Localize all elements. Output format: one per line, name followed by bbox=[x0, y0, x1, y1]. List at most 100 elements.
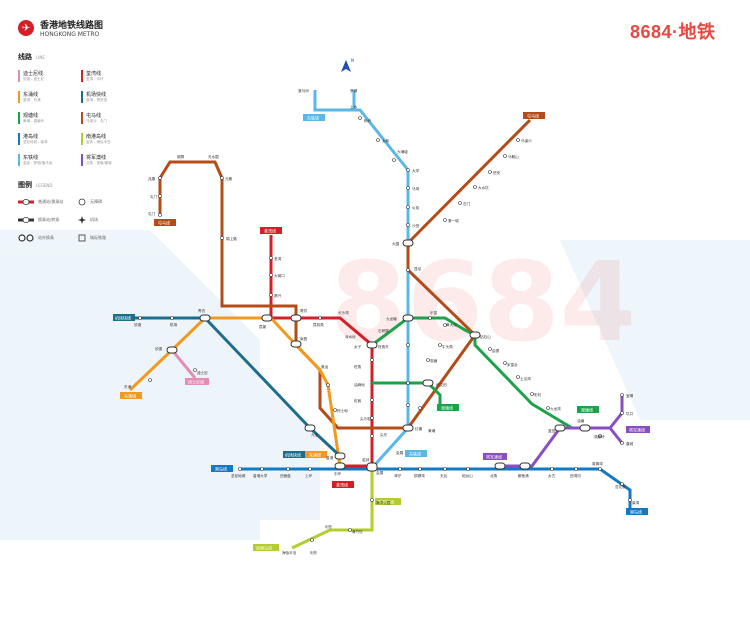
svg-text:屯门: 屯门 bbox=[150, 194, 158, 199]
east-rail-line[interactable] bbox=[313, 90, 410, 470]
svg-text:葵芳: 葵芳 bbox=[300, 308, 308, 313]
svg-text:九龙塘: 九龙塘 bbox=[386, 316, 397, 321]
legend-line-east-rail[interactable]: 东铁线金钟 - 罗湖/落马洲 bbox=[18, 154, 75, 166]
svg-text:会展: 会展 bbox=[376, 470, 384, 475]
svg-text:显径: 显径 bbox=[414, 266, 422, 271]
svg-text:南港岛线: 南港岛线 bbox=[256, 545, 272, 551]
legend-line-tung-chung[interactable]: 东涌线香港 - 东涌 bbox=[18, 91, 75, 103]
svg-text:黄大仙: 黄大仙 bbox=[446, 322, 457, 327]
svg-text:荔景: 荔景 bbox=[259, 324, 267, 329]
svg-text:香港: 香港 bbox=[326, 455, 334, 460]
svg-text:黄埔: 黄埔 bbox=[428, 428, 436, 433]
svg-text:屯马线: 屯马线 bbox=[158, 220, 170, 226]
tung-chung-line[interactable] bbox=[128, 316, 342, 467]
legend-symbol-transfer: 换乘站/转乘 bbox=[18, 216, 78, 224]
svg-text:马场: 马场 bbox=[412, 186, 420, 191]
compass-icon: N bbox=[341, 58, 354, 72]
svg-text:屯门: 屯门 bbox=[148, 211, 156, 216]
tsuen-wan-line[interactable] bbox=[269, 235, 374, 466]
legend-line-disney[interactable]: 迪士尼线欣澳 - 迪士尼 bbox=[18, 70, 75, 82]
legend-line-airport[interactable]: 机场快线香港 - 博览馆 bbox=[81, 91, 138, 103]
tko-branch[interactable] bbox=[608, 427, 624, 444]
airport-express-line[interactable] bbox=[130, 316, 342, 458]
svg-text:上环: 上环 bbox=[305, 473, 313, 478]
svg-text:东铁线: 东铁线 bbox=[409, 451, 421, 457]
svg-text:屯马线: 屯马线 bbox=[527, 113, 539, 119]
svg-text:港岛线: 港岛线 bbox=[630, 509, 642, 515]
svg-text:恒安: 恒安 bbox=[493, 170, 501, 175]
svg-text:迪士尼: 迪士尼 bbox=[197, 370, 208, 375]
legend-line-tsuen-wan[interactable]: 荃湾线荃湾 - 中环 bbox=[81, 70, 138, 82]
svg-text:荃湾线: 荃湾线 bbox=[264, 228, 276, 234]
svg-text:炮台山: 炮台山 bbox=[462, 473, 473, 478]
svg-text:欣澳: 欣澳 bbox=[134, 322, 142, 327]
interchange-stations[interactable] bbox=[166, 239, 591, 472]
legend-line-island[interactable]: 港岛线坚尼地城 - 柴湾 bbox=[18, 133, 75, 145]
svg-text:天水围: 天水围 bbox=[208, 154, 219, 159]
title-main: 香港地铁线路图 bbox=[40, 21, 104, 31]
transfer-icon bbox=[18, 217, 34, 223]
legend-line-kwun-tong[interactable]: 观塘线黄埔 - 调景岭 bbox=[18, 112, 75, 124]
legend-line-tuen-ma[interactable]: 屯马线乌溪沙 - 屯门 bbox=[81, 112, 138, 124]
svg-text:坑口: 坑口 bbox=[626, 411, 634, 416]
svg-text:东涌线: 东涌线 bbox=[124, 393, 136, 399]
svg-text:湾仔: 湾仔 bbox=[394, 473, 402, 478]
svg-text:西湾河: 西湾河 bbox=[570, 473, 581, 478]
legend-line-south-island[interactable]: 南港岛线金钟 - 海怡半岛 bbox=[81, 133, 138, 145]
svg-text:香港大学: 香港大学 bbox=[253, 473, 268, 478]
mtr-logo-icon: ✈ bbox=[18, 20, 34, 36]
svg-text:佐敦: 佐敦 bbox=[354, 398, 362, 403]
svg-text:蓝田: 蓝田 bbox=[548, 428, 556, 433]
intercity-icon bbox=[78, 234, 86, 242]
legend-symbol-accessible: 无障碍 bbox=[78, 198, 138, 206]
svg-text:筲箕湾: 筲箕湾 bbox=[592, 461, 603, 466]
disney-line[interactable] bbox=[170, 349, 197, 379]
svg-text:深水埗: 深水埗 bbox=[345, 334, 356, 339]
svg-text:鲗鱼涌: 鲗鱼涌 bbox=[518, 473, 529, 478]
svg-text:黄竹坑: 黄竹坑 bbox=[352, 529, 363, 534]
svg-text:荃湾线: 荃湾线 bbox=[336, 482, 348, 488]
svg-text:油塘: 油塘 bbox=[577, 418, 585, 423]
regular-stations[interactable] bbox=[138, 116, 632, 542]
svg-text:北角: 北角 bbox=[490, 473, 498, 478]
legend-line-tko[interactable]: 将军澳线北角 - 宝琳/康城 bbox=[81, 154, 138, 166]
svg-text:朗屏: 朗屏 bbox=[177, 154, 185, 159]
watermark-text: 8684 bbox=[330, 238, 636, 366]
accessible-icon bbox=[78, 198, 86, 206]
legend-symbol-airport: 机场 bbox=[78, 216, 138, 224]
symbols-list: 普通站/换乘站 无障碍 换乘站/转乘 机场 站外换乘 城际铁路 bbox=[18, 198, 138, 242]
svg-text:会展: 会展 bbox=[396, 450, 404, 455]
svg-text:宝琳: 宝琳 bbox=[626, 393, 634, 398]
svg-text:坚尼地城: 坚尼地城 bbox=[231, 473, 246, 478]
svg-text:上水: 上水 bbox=[350, 104, 358, 109]
lines-list: 迪士尼线欣澳 - 迪士尼 荃湾线荃湾 - 中环 东涌线香港 - 东涌 机场快线香… bbox=[18, 70, 138, 166]
svg-text:火炭: 火炭 bbox=[412, 205, 420, 210]
svg-text:铜锣湾: 铜锣湾 bbox=[414, 473, 425, 478]
svg-text:N: N bbox=[351, 58, 354, 63]
svg-text:大埔墟: 大埔墟 bbox=[397, 149, 408, 154]
svg-text:柯士甸: 柯士甸 bbox=[337, 408, 348, 413]
svg-text:第一城: 第一城 bbox=[448, 218, 459, 223]
map-title: ✈ 香港地铁线路图 HONGKONG METRO bbox=[18, 18, 138, 38]
svg-text:机场快线: 机场快线 bbox=[115, 315, 131, 321]
svg-text:东铁线: 东铁线 bbox=[307, 115, 319, 121]
station-icon bbox=[18, 199, 34, 205]
svg-text:东涌线: 东涌线 bbox=[309, 452, 321, 458]
kwun-tong-branch[interactable] bbox=[372, 381, 442, 405]
svg-text:九龙湾: 九龙湾 bbox=[550, 406, 561, 411]
svg-text:大学: 大学 bbox=[412, 168, 420, 173]
brand-logo[interactable]: 8684·地铁 bbox=[630, 22, 716, 42]
svg-text:启德: 启德 bbox=[492, 348, 500, 353]
svg-text:旺角东: 旺角东 bbox=[378, 344, 389, 349]
svg-text:杏花邨: 杏花邨 bbox=[615, 484, 626, 489]
station-names: 落马洲 罗湖 上水 粉岭 太和 大埔墟 大学 马场 火炭 沙田 大围 显径 九龙… bbox=[124, 88, 640, 555]
svg-text:迪士尼线: 迪士尼线 bbox=[188, 379, 204, 385]
svg-text:西营盘: 西营盘 bbox=[280, 473, 291, 478]
svg-text:尖沙咀: 尖沙咀 bbox=[360, 416, 371, 421]
svg-text:南港岛线: 南港岛线 bbox=[378, 499, 394, 505]
svg-text:机场: 机场 bbox=[170, 322, 178, 327]
